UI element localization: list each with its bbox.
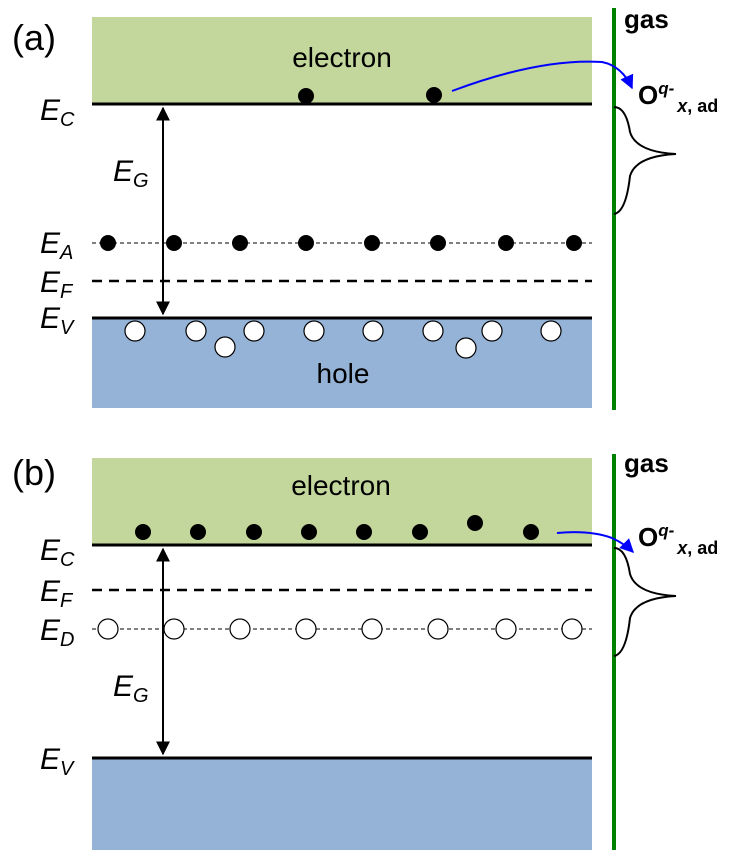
acceptor-dot bbox=[298, 235, 314, 251]
panel-b: (b) electron EC EF ED EG EV g bbox=[12, 448, 718, 850]
eg-label-a: EG bbox=[113, 155, 149, 192]
electron-dot bbox=[246, 524, 262, 540]
acceptor-dot bbox=[100, 235, 116, 251]
donor-circle bbox=[229, 618, 251, 640]
valence-band-a bbox=[92, 318, 592, 408]
electron-dot bbox=[356, 524, 372, 540]
hole-circle bbox=[185, 320, 207, 342]
conduction-band-b bbox=[92, 458, 592, 544]
panel-a: (a) electron hole EC EG EA EF EV bbox=[12, 4, 718, 410]
ec-label-b: EC bbox=[40, 534, 75, 571]
ea-label-a: EA bbox=[40, 227, 73, 264]
donor-circle bbox=[97, 618, 119, 640]
ef-label-a: EF bbox=[40, 266, 74, 303]
electron-dot bbox=[135, 524, 151, 540]
hole-circle bbox=[124, 320, 146, 342]
donor-circle bbox=[361, 618, 383, 640]
transfer-arrow-b bbox=[556, 531, 634, 553]
ef-label-b: EF bbox=[40, 575, 74, 612]
adsorbate-state-curve-b bbox=[613, 547, 677, 657]
hole-circle bbox=[540, 320, 562, 342]
electron-label-b: electron bbox=[291, 470, 391, 501]
ev-label-b: EV bbox=[40, 743, 75, 780]
hole-label-a: hole bbox=[317, 358, 370, 389]
ev-label-a: EV bbox=[40, 302, 75, 339]
valence-band-b bbox=[92, 758, 592, 850]
hole-circle bbox=[422, 320, 444, 342]
ec-label-a: EC bbox=[40, 94, 75, 131]
panel-a-tag: (a) bbox=[12, 17, 56, 58]
transfer-arrow-a bbox=[451, 60, 634, 92]
conduction-band-a bbox=[92, 17, 592, 104]
adsorbate-label-a: Oq-x, ad bbox=[638, 79, 718, 116]
acceptor-dot bbox=[232, 235, 248, 251]
gas-label-b: gas bbox=[624, 448, 669, 478]
hole-circle bbox=[214, 336, 236, 358]
hole-circle bbox=[481, 320, 503, 342]
adsorbate-label-b: Oq-x, ad bbox=[638, 521, 718, 558]
donor-circle bbox=[427, 618, 449, 640]
hole-circle bbox=[455, 337, 477, 359]
hole-circle bbox=[243, 320, 265, 342]
electron-dot bbox=[523, 524, 539, 540]
electron-dot bbox=[412, 524, 428, 540]
electron-dot bbox=[301, 524, 317, 540]
acceptor-dot bbox=[430, 235, 446, 251]
electron-dot bbox=[467, 515, 483, 531]
eg-label-b: EG bbox=[113, 670, 149, 707]
hole-circle bbox=[362, 320, 384, 342]
electron-dot bbox=[298, 88, 314, 104]
donor-circle bbox=[295, 618, 317, 640]
ed-label-b: ED bbox=[40, 614, 74, 651]
donor-circle bbox=[163, 618, 185, 640]
panel-b-tag: (b) bbox=[12, 452, 56, 493]
donor-circle bbox=[561, 618, 583, 640]
acceptor-dot bbox=[166, 235, 182, 251]
donor-circle bbox=[495, 618, 517, 640]
electron-dot bbox=[190, 524, 206, 540]
acceptor-dot bbox=[566, 235, 582, 251]
adsorbate-state-curve-a bbox=[613, 106, 677, 215]
electron-label-a: electron bbox=[292, 42, 392, 73]
hole-circle bbox=[303, 320, 325, 342]
acceptor-dot bbox=[364, 235, 380, 251]
electron-dot bbox=[426, 87, 442, 103]
acceptor-dot bbox=[498, 235, 514, 251]
gas-label-a: gas bbox=[624, 4, 669, 34]
